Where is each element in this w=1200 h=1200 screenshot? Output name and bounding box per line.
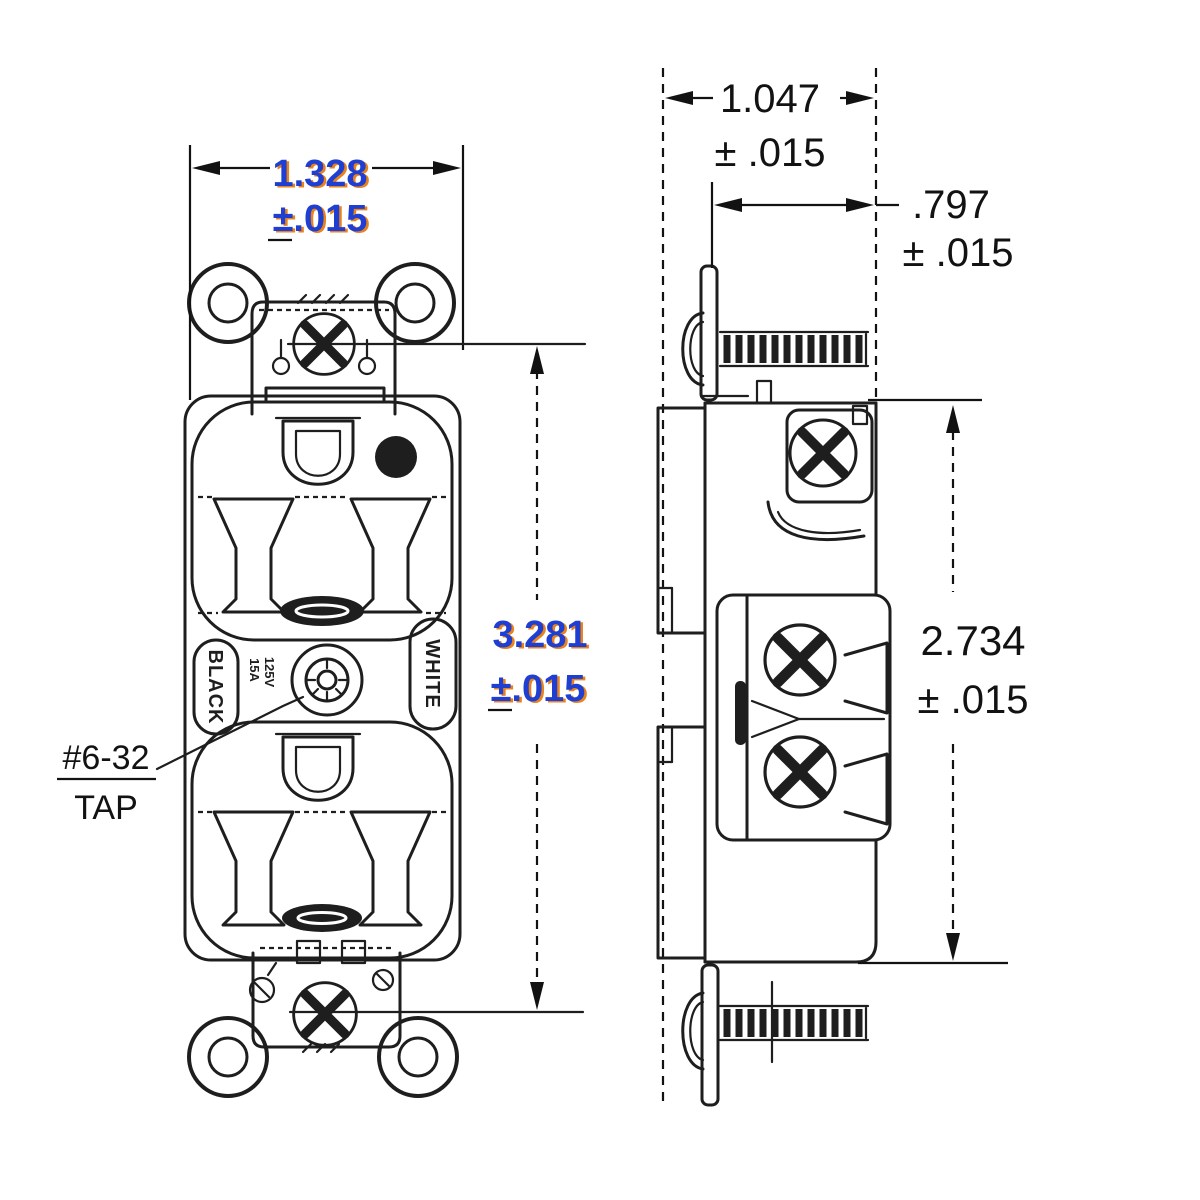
upper-terminal-screw: [765, 625, 835, 695]
break-off-slot: [735, 681, 746, 745]
marking-rating-volts: 125V: [262, 657, 277, 688]
upper-face-bump: [656, 406, 707, 635]
middle-band: BLACK 15A 125V WHITE: [155, 617, 458, 771]
side-overall-depth-value: 1.047: [720, 77, 820, 121]
marking-black-label: BLACK: [204, 650, 226, 725]
front-width-value-fringe: 1.328: [275, 155, 370, 197]
lower-face-bump: [656, 725, 707, 960]
side-top-mounting-screw: [681, 264, 868, 402]
front-width-tolerance: ±.015: [273, 198, 368, 240]
side-body-profile: [656, 401, 878, 964]
bottom-small-screw-left: [248, 976, 276, 1004]
lower-face-oval: [282, 904, 362, 932]
lower-neutral-slot: [212, 810, 295, 927]
lower-ground-slot: [274, 732, 362, 802]
lower-wire-clamp: [843, 752, 889, 826]
top-strap-end: [699, 264, 719, 402]
front-width-tolerance-fringe: ±.015: [275, 200, 370, 242]
top-screw-threads: [720, 332, 868, 366]
front-dimensions: 1.328 1.328 ±.015 ±.015 3.281 3.281 ±.01…: [57, 145, 590, 1014]
front-height-value: 3.281: [492, 614, 587, 656]
upper-face-dot: [375, 436, 417, 478]
side-body-height-value: 2.734: [920, 617, 1025, 664]
marking-rating-amps: 15A: [247, 658, 262, 682]
upper-face-oval: [280, 596, 364, 626]
front-view: BLACK 15A 125V WHITE: [155, 262, 462, 1098]
upper-wire-clamp: [843, 641, 889, 715]
tap-note-size: #6-32: [63, 739, 150, 777]
white-marking-pill: [408, 617, 458, 731]
upper-neutral-slot: [212, 497, 295, 614]
side-top-terminal: [755, 379, 874, 542]
bottom-strap-end: [700, 963, 720, 1107]
receptacle-body-outline: [183, 394, 462, 962]
side-dimensions: 1.047 ± .015 .797 ± .015 2.734 ± .015: [665, 68, 1029, 965]
upper-outlet-face: [190, 400, 454, 642]
side-body-height-tolerance: ± .015: [918, 678, 1029, 722]
mounting-ear-bottom-left: [187, 1016, 269, 1098]
bottom-mounting-screw: [294, 983, 357, 1046]
tap-leader-line: [155, 695, 305, 771]
upper-ground-slot: [274, 416, 362, 486]
bottom-screw-threads: [720, 1006, 868, 1040]
side-view: [656, 68, 892, 1107]
bottom-mounting-bracket: [248, 939, 402, 1054]
side-bottom-mounting-screw: [681, 963, 868, 1107]
front-height-tolerance-fringe: ±.015: [493, 670, 588, 712]
front-width-value: 1.328: [272, 153, 367, 195]
side-mount-depth-tolerance: ± .015: [903, 231, 1014, 275]
tap-note-word: TAP: [74, 789, 138, 827]
front-height-tolerance: ±.015: [491, 668, 586, 710]
top-terminal-screw: [790, 420, 856, 486]
marking-white-label: WHITE: [421, 639, 443, 708]
side-mount-depth-value: .797: [912, 183, 990, 227]
front-height-value-fringe: 3.281: [495, 616, 590, 658]
upper-hot-slot: [349, 497, 432, 614]
side-overall-depth-tolerance: ± .015: [715, 131, 826, 175]
lower-terminal-screw: [765, 737, 835, 807]
lower-hot-slot: [349, 810, 432, 927]
front-center-screw: [290, 643, 364, 717]
side-terminal-block: [715, 593, 892, 842]
mounting-ear-bottom-right: [377, 1016, 459, 1098]
bottom-small-screw-right: [371, 968, 395, 992]
lower-outlet-face: [190, 720, 454, 960]
